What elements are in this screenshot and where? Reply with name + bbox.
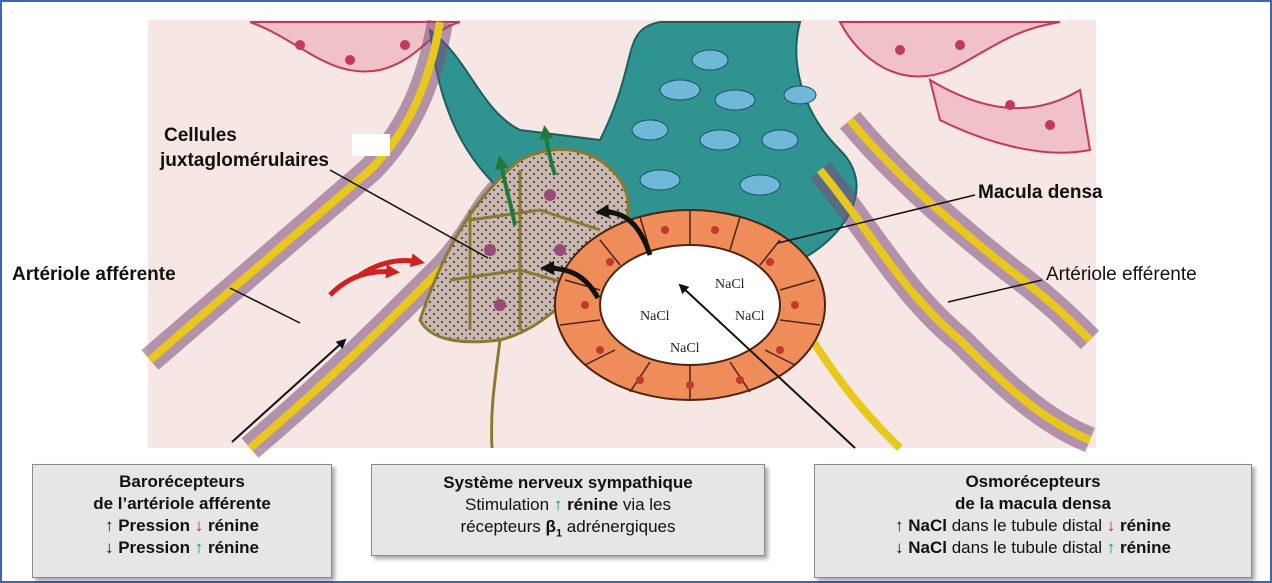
baro-row-1: ↑ Pression ↓ rénine (33, 515, 331, 537)
white-patch (352, 134, 390, 156)
baro-row-2: ↓ Pression ↑ rénine (33, 537, 331, 559)
tubule-text: dans le tubule distal (952, 516, 1102, 535)
arrow-down-icon: ↓ (105, 538, 114, 557)
sympathetic-box: Système nerveux sympathique Stimulation … (371, 464, 765, 556)
arrow-up-icon: ↑ (895, 516, 904, 535)
nacl-label: NaCl (735, 309, 765, 324)
stimulation-text: Stimulation (465, 495, 549, 514)
pression-text: Pression (118, 516, 190, 535)
arrow-up-icon: ↑ (105, 516, 114, 535)
nacl-text: NaCl (908, 516, 947, 535)
pression-text: Pression (118, 538, 190, 557)
arrow-down-red-icon: ↓ (195, 516, 204, 535)
arrow-down-icon: ↓ (895, 538, 904, 557)
nacl-text: NaCl (908, 538, 947, 557)
renine-text: rénine (567, 495, 618, 514)
beta-symbol: β (546, 517, 556, 536)
baro-title-2: de l’artériole afférente (33, 493, 331, 515)
beta-subscript: 1 (556, 527, 562, 539)
arteriole-afferente-label: Artériole afférente (12, 264, 176, 286)
nacl-label: NaCl (670, 341, 700, 356)
cellules-label: Cellules (164, 125, 237, 147)
arrow-up-green-icon: ↑ (554, 495, 563, 514)
nacl-label: NaCl (640, 309, 670, 324)
nacl-label: NaCl (715, 277, 745, 292)
osmo-row-1: ↑ NaCl dans le tubule distal ↓ rénine (815, 515, 1251, 537)
renine-text: rénine (1120, 516, 1171, 535)
arrow-up-green-icon: ↑ (195, 538, 204, 557)
sns-title: Système nerveux sympathique (372, 472, 764, 494)
macula-densa-label: Macula densa (978, 182, 1103, 204)
arrow-up-green-icon: ↑ (1107, 538, 1116, 557)
macula-densa-tubule: NaCl NaCl NaCl NaCl (555, 210, 825, 400)
osmoreceptor-box: Osmorécepteurs de la macula densa ↑ NaCl… (814, 464, 1252, 578)
renine-text: rénine (208, 538, 259, 557)
arrow-down-red-icon: ↓ (1107, 516, 1116, 535)
adrenergiques-text: adrénergiques (567, 517, 676, 536)
sns-line-2: Stimulation ↑ rénine via les (372, 494, 764, 516)
tubule-text: dans le tubule distal (952, 538, 1102, 557)
arteriole-efferente-label: Artériole efférente (1046, 264, 1197, 286)
recepteurs-text: récepteurs (460, 517, 540, 536)
via-text: via les (623, 495, 671, 514)
baro-title-1: Barorécepteurs (33, 471, 331, 493)
baroreceptor-box: Barorécepteurs de l’artériole afférente … (32, 464, 332, 578)
renine-text: rénine (1120, 538, 1171, 557)
renine-text: rénine (208, 516, 259, 535)
osmo-title-1: Osmorécepteurs (815, 471, 1251, 493)
juxtaglomerulaires-label: juxtaglomérulaires (160, 150, 329, 172)
osmo-row-2: ↓ NaCl dans le tubule distal ↑ rénine (815, 537, 1251, 559)
sns-line-3: récepteurs β1 adrénergiques (372, 516, 764, 544)
osmo-title-2: de la macula densa (815, 493, 1251, 515)
